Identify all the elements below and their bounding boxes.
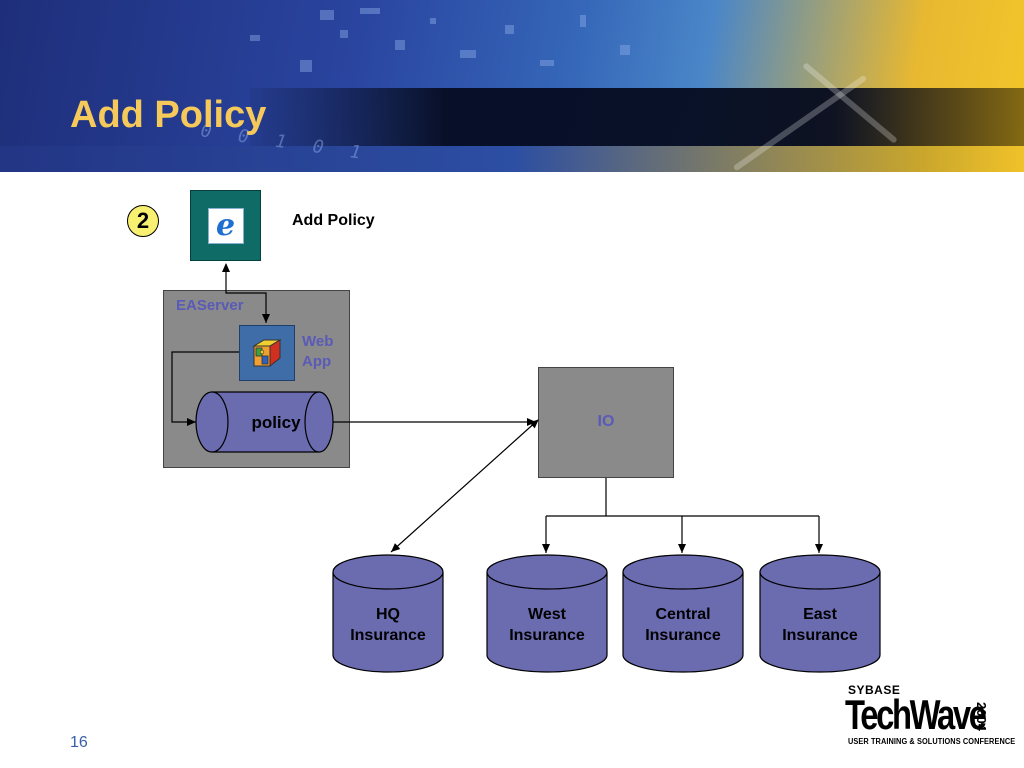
db-label-west: West Insurance xyxy=(487,604,607,646)
db-label-line2: Insurance xyxy=(350,627,426,644)
webapp-label-line1: Web xyxy=(302,333,334,350)
step-number-badge: 2 xyxy=(127,205,159,237)
logo-name: TechWave xyxy=(845,691,987,738)
db-label-east: East Insurance xyxy=(760,604,880,646)
db-label-line2: Insurance xyxy=(782,627,858,644)
db-cylinder-west xyxy=(486,554,608,673)
policy-label: policy xyxy=(251,413,301,432)
policy-cylinder xyxy=(195,391,334,453)
db-label-line1: HQ xyxy=(376,606,400,623)
db-label-line1: East xyxy=(803,606,837,623)
header-dark-strip xyxy=(250,88,1024,146)
db-label-line2: Insurance xyxy=(645,627,721,644)
techwave-logo: SYBASE TechWave 2004 USER TRAINING & SOL… xyxy=(845,683,1015,749)
db-label-central: Central Insurance xyxy=(623,604,743,646)
io-label: IO xyxy=(597,413,615,430)
header-band: 0 0 1 0 1 xyxy=(0,0,1024,172)
internet-explorer-icon: e xyxy=(207,207,244,244)
browser-tile: e xyxy=(190,190,261,261)
header-lower-strip xyxy=(0,146,1024,172)
puzzle-cube-icon xyxy=(252,339,282,368)
db-label-line1: West xyxy=(528,606,566,623)
logo-year: 2004 xyxy=(974,702,989,731)
webapp-label: Web App xyxy=(302,332,333,372)
connector-webapp-policy xyxy=(171,351,239,426)
db-label-line2: Insurance xyxy=(509,627,585,644)
step-label: Add Policy xyxy=(292,212,375,229)
webapp-label-line2: App xyxy=(302,353,332,370)
db-cylinder-central xyxy=(622,554,744,673)
logo-tagline: USER TRAINING & SOLUTIONS CONFERENCE xyxy=(848,737,1016,746)
logo-brand: SYBASE xyxy=(848,683,901,697)
io-box xyxy=(538,367,674,478)
db-label-hq: HQ Insurance xyxy=(328,604,448,646)
connector-io-hq xyxy=(390,419,539,553)
slide-title: Add Policy xyxy=(70,94,267,136)
webapp-tile xyxy=(239,325,295,381)
connector-browser-webapp xyxy=(222,263,270,323)
db-cylinder-east xyxy=(759,554,881,673)
db-label-line1: Central xyxy=(655,606,711,623)
page-number: 16 xyxy=(70,734,88,751)
db-cylinder-hq xyxy=(332,554,444,673)
